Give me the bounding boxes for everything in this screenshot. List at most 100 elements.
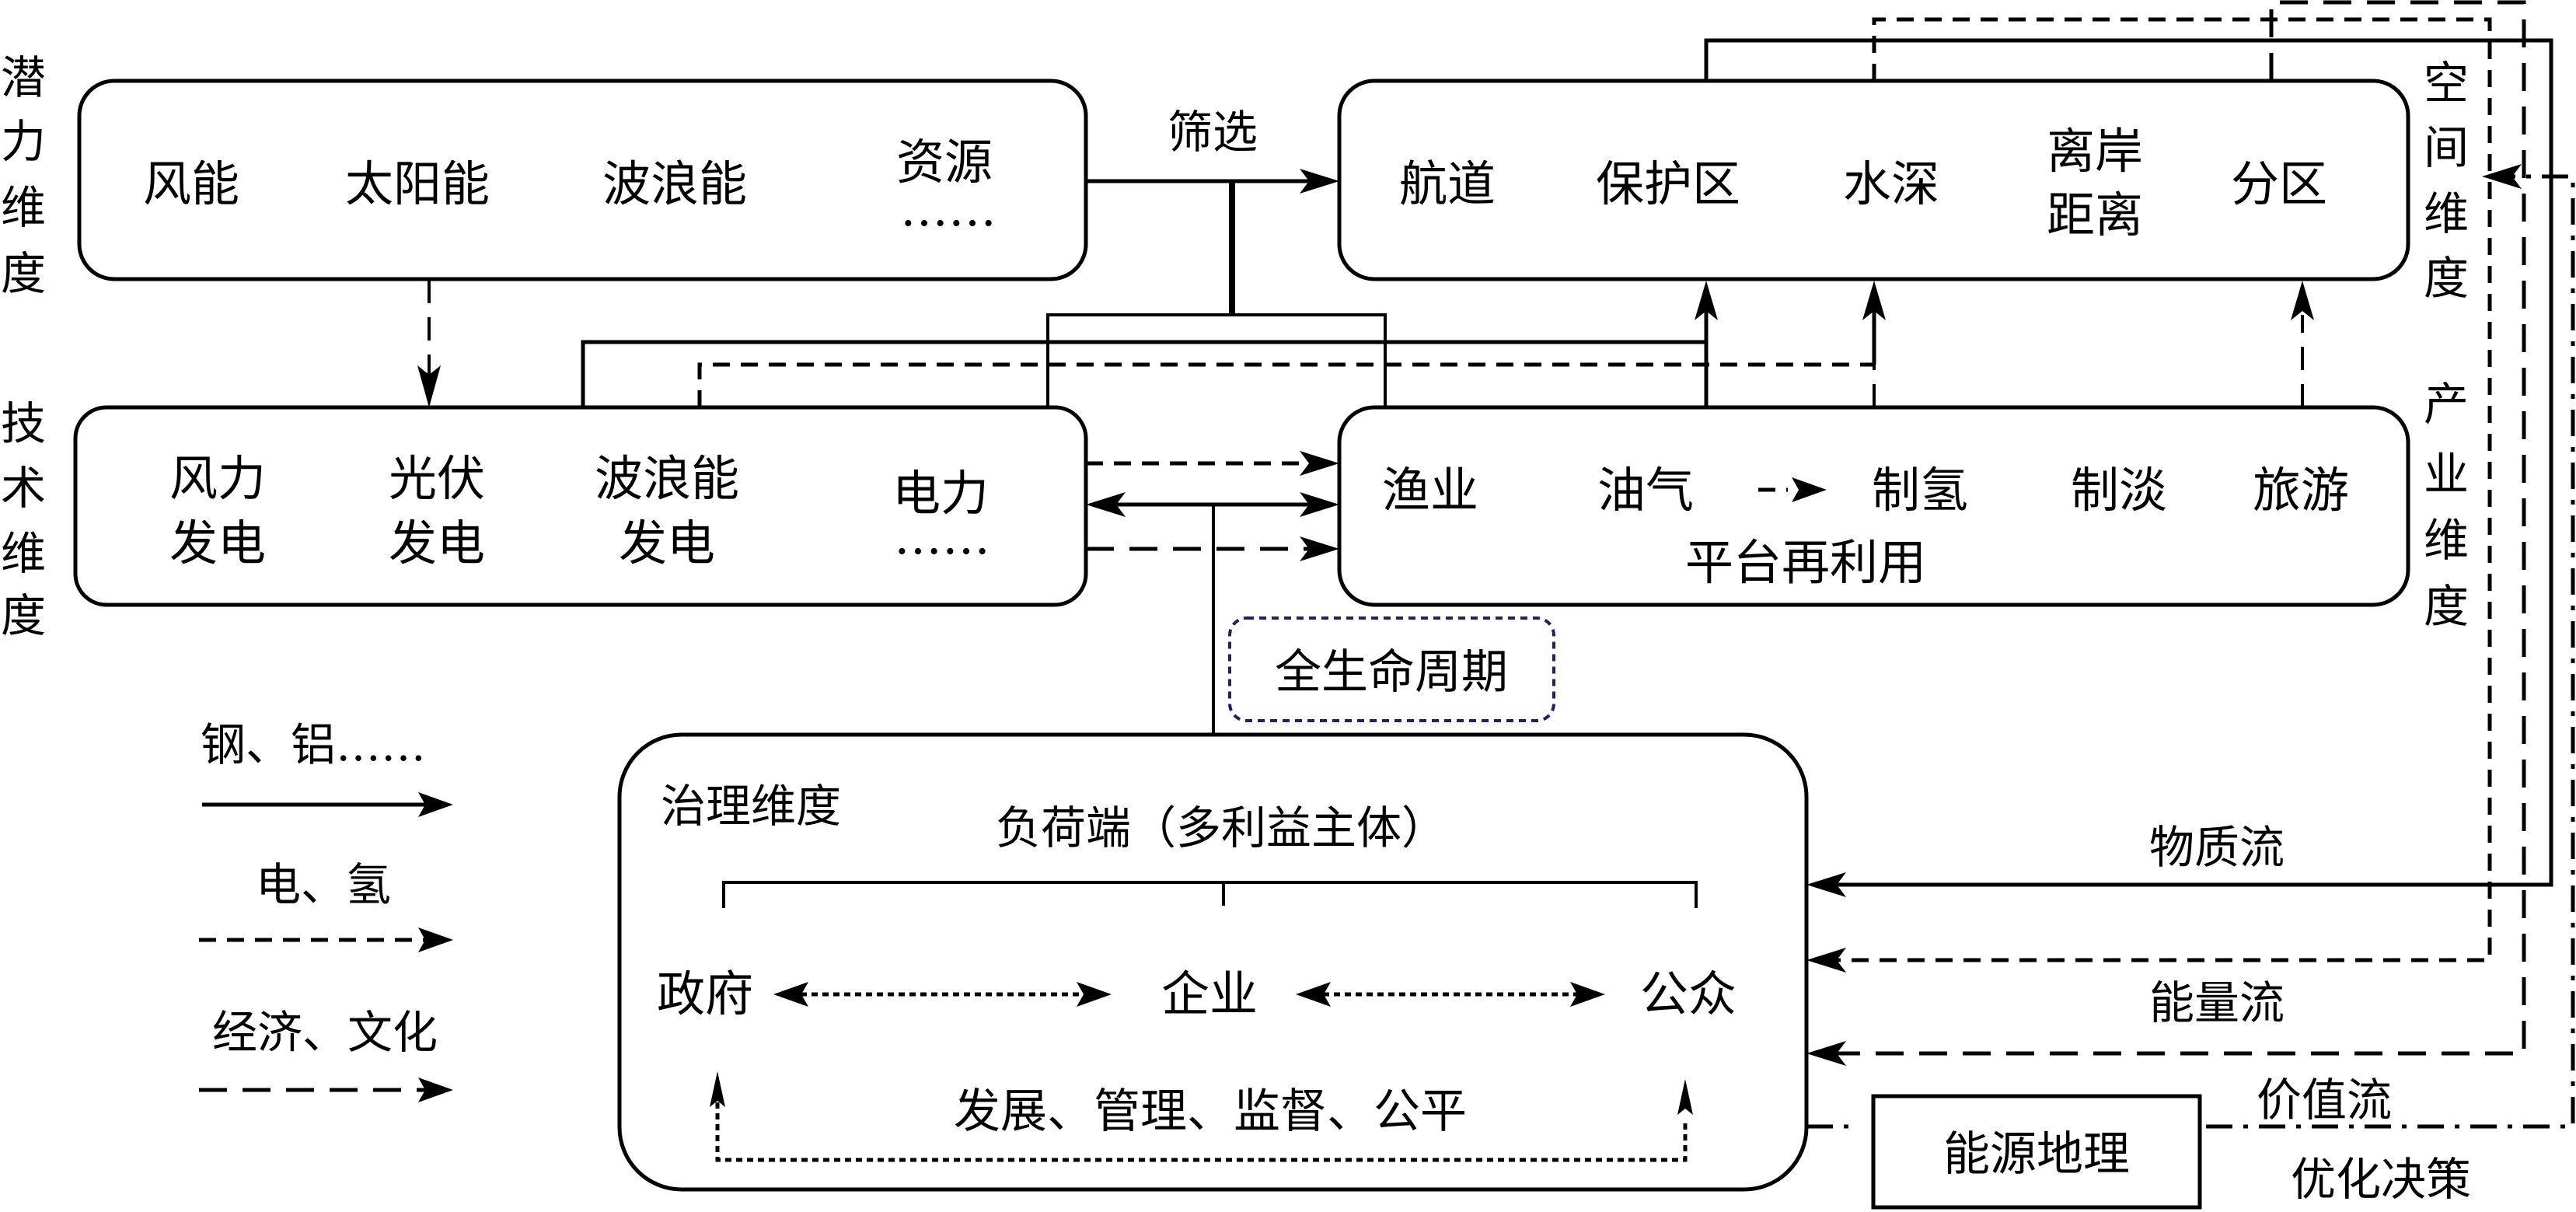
spatial-item-distance-line1: 离岸 <box>2047 123 2143 180</box>
spatial-label-char-4: 度 <box>2424 252 2469 305</box>
arrow-right-icon <box>418 792 453 817</box>
arrow-right-icon <box>1300 492 1339 517</box>
spatial-item: 航道 <box>1399 155 1496 212</box>
potential-label-char-2: 力 <box>1 115 46 168</box>
value-flow-line <box>1831 0 2526 1056</box>
energy-geography-box: 能源地理 <box>1871 1094 2202 1210</box>
potential-dimension-box: 风能 太阳能 波浪能 资源 …… <box>77 79 1088 281</box>
technology-item-line1: 波浪能 <box>595 450 739 507</box>
legend-label-material: 钢、铝…… <box>201 718 426 771</box>
arrow-left-icon <box>1806 872 1846 897</box>
industry-label-char-3: 维 <box>2424 514 2469 567</box>
industry-dimension-label: 产 业 维 度 <box>2424 378 2469 633</box>
technology-label-char-4: 度 <box>1 589 46 642</box>
lifecycle-box-frame <box>1228 616 1555 722</box>
energy-geography-frame <box>1871 1094 2202 1210</box>
tech-to-spatial-solid-line <box>581 340 1706 407</box>
potential-item-resources: 资源 <box>896 134 993 190</box>
industry-label-char-4: 度 <box>2424 580 2469 633</box>
potential-item-ellipsis: …… <box>900 180 997 237</box>
energy-flow-line <box>1831 17 2492 962</box>
technology-item-power: 电力 <box>892 465 989 522</box>
industry-dimension-box: 渔业 油气 制氢 制淡 旅游 平台再利用 <box>1337 405 2410 607</box>
filter-bracket <box>1046 313 1387 407</box>
load-side-label: 负荷端（多利益主体） <box>996 802 1447 854</box>
arrow-right-icon <box>1300 536 1339 561</box>
potential-label-char-1: 潜 <box>1 51 46 104</box>
potential-label-char-4: 度 <box>1 247 46 300</box>
technology-dimension-label: 技 术 维 度 <box>1 397 46 642</box>
arrow-left-icon <box>1806 1041 1846 1066</box>
technology-box-frame <box>73 405 1088 607</box>
material-flow-label: 物质流 <box>2149 821 2285 874</box>
industry-label-char-2: 业 <box>2424 448 2469 501</box>
arrow-left-icon <box>1086 492 1126 517</box>
technology-label-char-3: 维 <box>1 527 46 580</box>
actor-enterprise: 企业 <box>1161 966 1258 1022</box>
spatial-item-distance-line2: 距离 <box>2047 187 2143 243</box>
governance-functions: 发展、管理、监督、公平 <box>954 1085 1467 1139</box>
spatial-label-char-3: 维 <box>2424 187 2469 240</box>
value-flow-label: 价值流 <box>2257 1074 2392 1126</box>
arrow-up-icon <box>1862 281 1886 320</box>
decision-line <box>2100 174 2575 1129</box>
legend-label-value: 经济、文化 <box>212 1006 438 1059</box>
governance-dimension-box: 治理维度 负荷端（多利益主体） 政府 企业 公众 发展、管理、监督、公平 <box>617 732 1809 1192</box>
spatial-box-frame <box>1337 79 2410 281</box>
technology-item-ellipsis: …… <box>894 508 990 565</box>
spatial-item: 保护区 <box>1596 155 1740 212</box>
arrow-left-icon <box>1296 982 1331 1007</box>
governance-title: 治理维度 <box>661 780 841 833</box>
industry-item: 制氢 <box>1872 462 1968 519</box>
arrow-right-icon <box>1300 451 1339 476</box>
spatial-dimension-box: 航道 保护区 水深 离岸 距离 分区 <box>1337 79 2410 281</box>
potential-item: 波浪能 <box>602 155 747 212</box>
actor-public: 公众 <box>1640 966 1737 1022</box>
arrow-right-icon <box>1300 169 1339 194</box>
energy-flow-label: 能量流 <box>2149 976 2285 1029</box>
technology-item-line2: 发电 <box>169 515 266 571</box>
actor-government: 政府 <box>657 966 753 1022</box>
potential-label-char-3: 维 <box>1 181 46 234</box>
potential-dimension-label: 潜 力 维 度 <box>1 51 46 300</box>
arrow-right-icon <box>418 1078 453 1102</box>
platform-reuse-label: 平台再利用 <box>1685 534 1926 591</box>
potential-item: 风能 <box>143 155 239 212</box>
governance-box-frame <box>617 732 1809 1192</box>
spatial-item-zoning: 分区 <box>2231 155 2327 212</box>
arrow-up-icon <box>1695 281 1718 320</box>
potential-box-frame <box>77 79 1088 281</box>
technology-item-line1: 光伏 <box>389 450 485 507</box>
energy-geography-label: 能源地理 <box>1943 1127 2130 1182</box>
arrow-up-icon <box>710 1071 725 1107</box>
arrow-right-icon <box>1570 982 1605 1007</box>
spatial-label-char-2: 间 <box>2424 121 2469 174</box>
arrow-right-icon <box>418 927 453 952</box>
spatial-label-char-1: 空 <box>2424 57 2469 110</box>
industry-item: 渔业 <box>1382 462 1478 519</box>
technology-item-line2: 发电 <box>619 515 715 571</box>
decision-label: 优化决策 <box>2291 1153 2471 1206</box>
potential-item: 太阳能 <box>345 155 490 212</box>
technology-label-char-2: 术 <box>1 462 46 515</box>
industry-item: 制淡 <box>2071 462 2167 519</box>
arrow-right-icon <box>1792 477 1827 502</box>
lifecycle-box: 全生命周期 <box>1228 616 1555 722</box>
stakeholder-bracket <box>722 881 1698 908</box>
arrow-left-icon <box>773 982 808 1007</box>
legend-label-energy: 电、氢 <box>256 858 391 911</box>
tech-to-spatial-dashed-line <box>697 362 1874 407</box>
lifecycle-label: 全生命周期 <box>1275 645 1508 700</box>
arrow-left-icon <box>2482 164 2522 189</box>
technology-item-line1: 风力 <box>169 450 266 507</box>
legend: 钢、铝…… 电、氢 经济、文化 <box>199 718 453 1102</box>
technology-label-char-1: 技 <box>1 397 46 450</box>
spatial-item: 水深 <box>1843 155 1939 212</box>
arrow-left-icon <box>1806 948 1846 973</box>
technology-item-line2: 发电 <box>389 515 485 571</box>
industry-box-frame <box>1337 405 2410 607</box>
arrow-down-icon <box>417 365 441 407</box>
industry-item: 旅游 <box>2253 462 2349 519</box>
technology-dimension-box: 风力 发电 光伏 发电 波浪能 发电 电力 …… <box>73 405 1088 607</box>
